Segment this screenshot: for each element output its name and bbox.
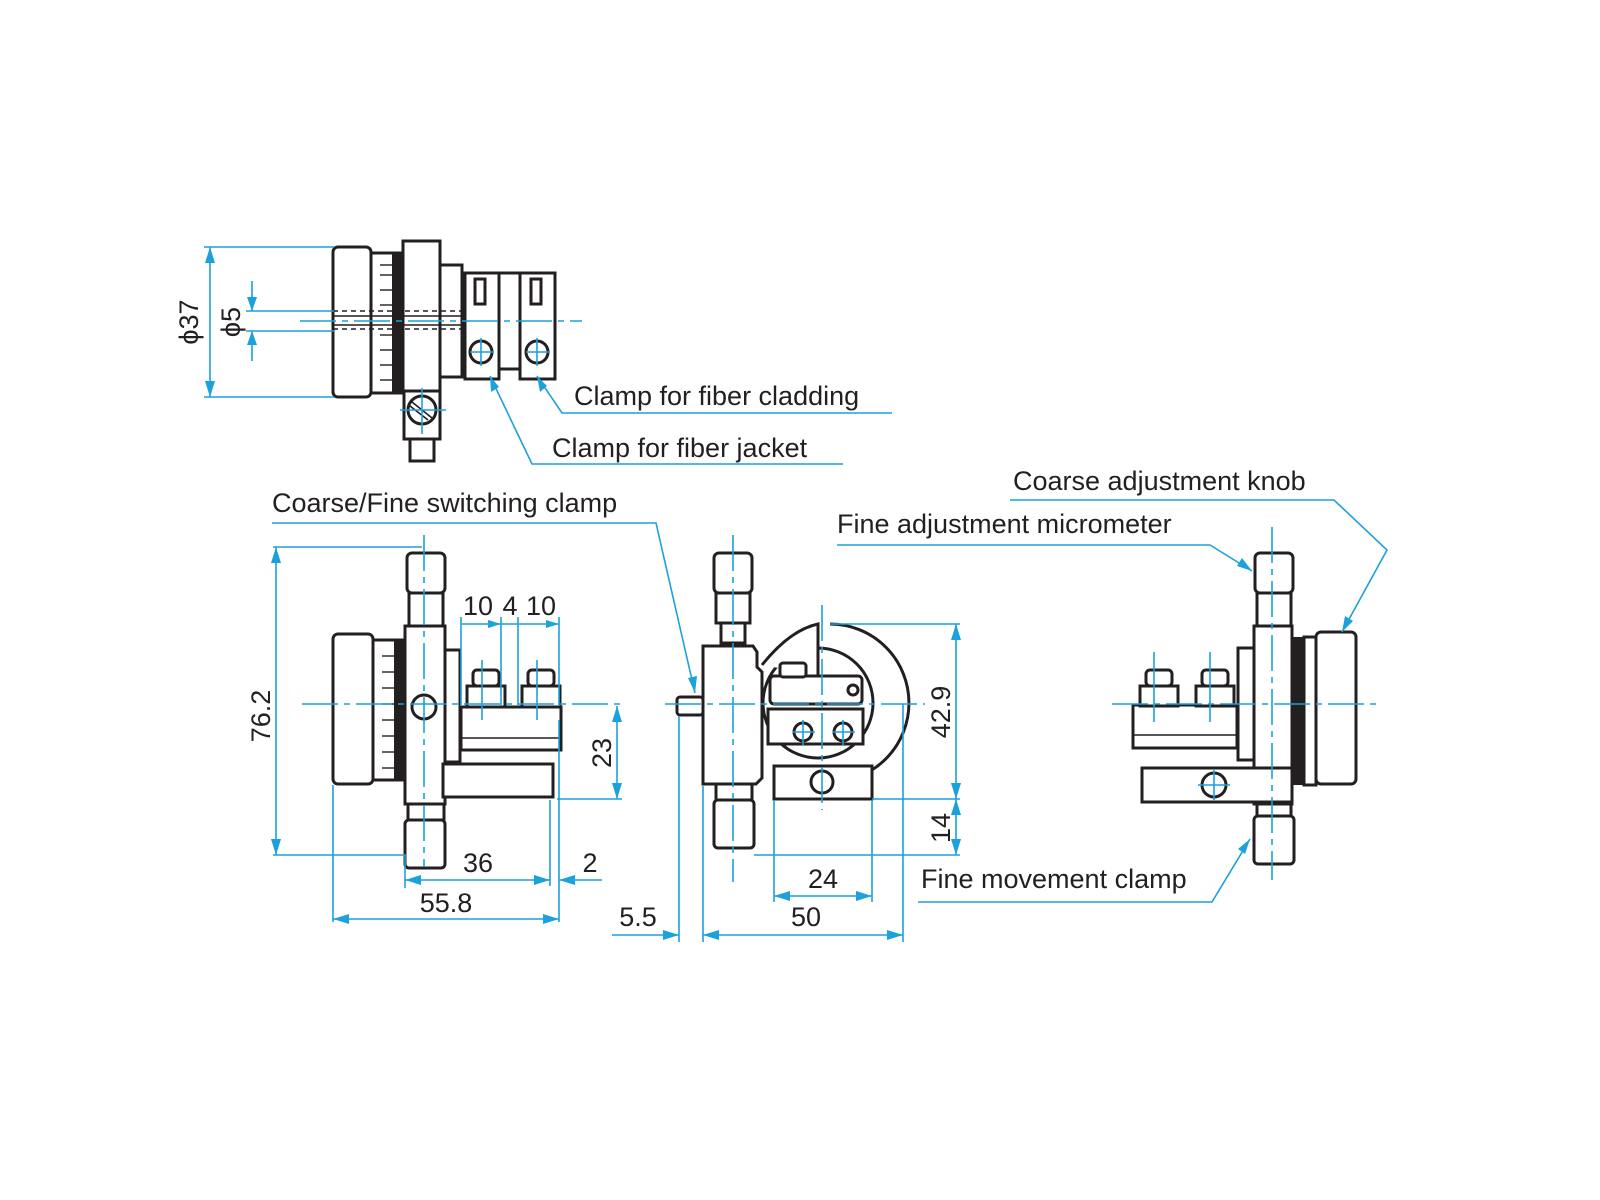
top-scale-ticks [380, 264, 392, 381]
dim-height-total: 76.2 [246, 690, 276, 743]
callout-clamp-cladding: Clamp for fiber cladding [574, 381, 859, 411]
callout-fine-movement-clamp: Fine movement clamp [921, 864, 1187, 894]
left-view: 76.2 10 4 10 23 36 2 55.8 Coa [246, 488, 697, 924]
dim-outer-diameter: ϕ37 [174, 299, 204, 344]
top-lock-stem [408, 437, 436, 463]
right-micrometer-thimble [1253, 551, 1295, 595]
left-stage-plate [459, 705, 563, 752]
front-switch-clamp [675, 695, 705, 717]
leader-fine-movement-clamp [918, 838, 1251, 903]
dim-inner-diameter: ϕ5 [216, 307, 246, 337]
right-stage-plate [1131, 703, 1239, 750]
leader-clamp-jacket [489, 375, 843, 465]
right-view: Coarse adjustment knob Fine adjustment m… [837, 466, 1388, 903]
leader-coarse-fine-switch [272, 522, 696, 694]
dim-front-base-width: 24 [808, 864, 838, 894]
callout-coarse-fine-switch: Coarse/Fine switching clamp [272, 488, 617, 518]
dim-clamp-width-a: 10 [463, 591, 493, 621]
front-lower-knob [712, 798, 756, 850]
left-base-bar [441, 762, 555, 799]
dim-base-height: 14 [926, 813, 956, 843]
leader-coarse-knob [1010, 499, 1388, 633]
right-coarse-knob [1314, 630, 1358, 786]
front-view: 42.9 14 24 5.5 50 [612, 535, 961, 942]
top-scale-band [392, 253, 402, 393]
left-micrometer-thimble [405, 551, 447, 595]
callout-coarse-knob: Coarse adjustment knob [1013, 466, 1306, 496]
left-coarse-knob [331, 632, 375, 786]
dim-base-width: 36 [463, 848, 493, 878]
dim-knob-offset: 5.5 [619, 902, 657, 932]
callout-clamp-jacket: Clamp for fiber jacket [552, 433, 808, 463]
dim-axis-height: 23 [587, 738, 617, 768]
left-micrometer-sleeve [407, 591, 445, 628]
callout-fine-micrometer: Fine adjustment micrometer [837, 509, 1172, 539]
top-coarse-knob [331, 245, 373, 399]
top-clamp-cladding [518, 271, 557, 381]
top-view: ϕ37 ϕ5 Clamp for fiber cladding Clamp fo… [174, 239, 892, 465]
leader-clamp-cladding [536, 375, 892, 414]
leader-fine-micrometer [837, 544, 1253, 572]
dim-clamp-width-b: 10 [526, 591, 556, 621]
dim-overall-width-front: 50 [791, 902, 821, 932]
right-lower-knob [1252, 814, 1296, 866]
dim-clamp-gap: 4 [502, 591, 517, 621]
dim-offset: 2 [582, 848, 597, 878]
dim-upper-height: 42.9 [926, 686, 956, 739]
top-clamp-jacket [463, 271, 501, 381]
dim-overall-width-left: 55.8 [420, 888, 473, 918]
left-lower-knob [403, 818, 447, 870]
